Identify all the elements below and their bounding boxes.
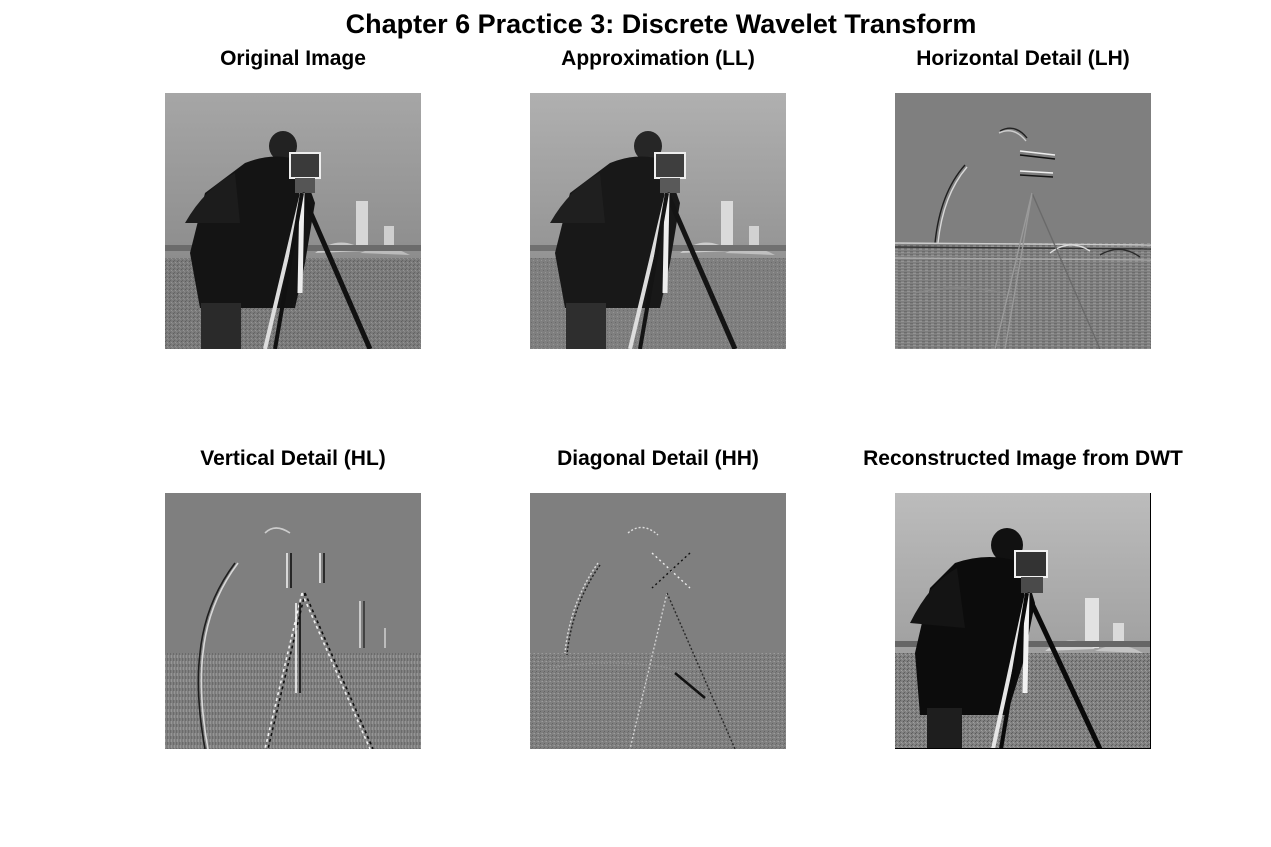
panel-title-approximation: Approximation (LL) [561,47,755,70]
horizontal-detail-lh-image [895,93,1151,349]
diagonal-detail-hh-image [530,493,786,749]
panel-title-reconstructed: Reconstructed Image from DWT [863,447,1183,470]
panel-title-original: Original Image [220,47,366,70]
original-image [165,93,421,349]
panel-title-vertical-detail: Vertical Detail (HL) [200,447,386,470]
approximation-ll-image [530,93,786,349]
reconstructed-image [895,493,1151,749]
vertical-detail-hl-image [165,493,421,749]
panel-title-horizontal-detail: Horizontal Detail (LH) [916,47,1130,70]
figure-title: Chapter 6 Practice 3: Discrete Wavelet T… [345,9,977,39]
panel-title-diagonal-detail: Diagonal Detail (HH) [557,447,759,470]
